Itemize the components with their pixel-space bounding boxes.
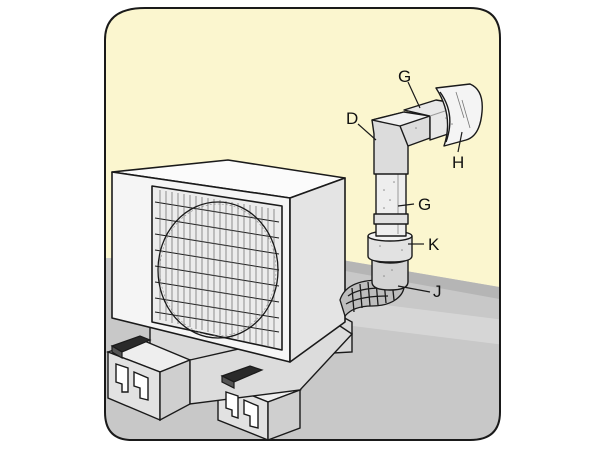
grille-hatching [159, 190, 275, 348]
label-g-top: G [398, 67, 411, 86]
pipe-shading [379, 117, 453, 277]
fan-grille [151, 185, 283, 351]
vertical-pipe-g [375, 169, 407, 237]
leader-lines [357, 81, 463, 293]
outdoor-unit [111, 159, 346, 363]
label-h: H [452, 153, 464, 172]
wall-cover-h [435, 83, 483, 147]
coupling-k [367, 235, 413, 263]
label-d: D [346, 109, 358, 128]
label-k: K [428, 235, 440, 254]
fan-inner-ring [159, 203, 277, 337]
unit-side [289, 177, 346, 363]
fan-outline [157, 201, 279, 339]
label-j: J [433, 282, 442, 301]
lower-elbow [371, 257, 409, 291]
frame-border [104, 7, 501, 441]
floor-highlight [345, 300, 500, 345]
label-g-mid: G [418, 195, 431, 214]
